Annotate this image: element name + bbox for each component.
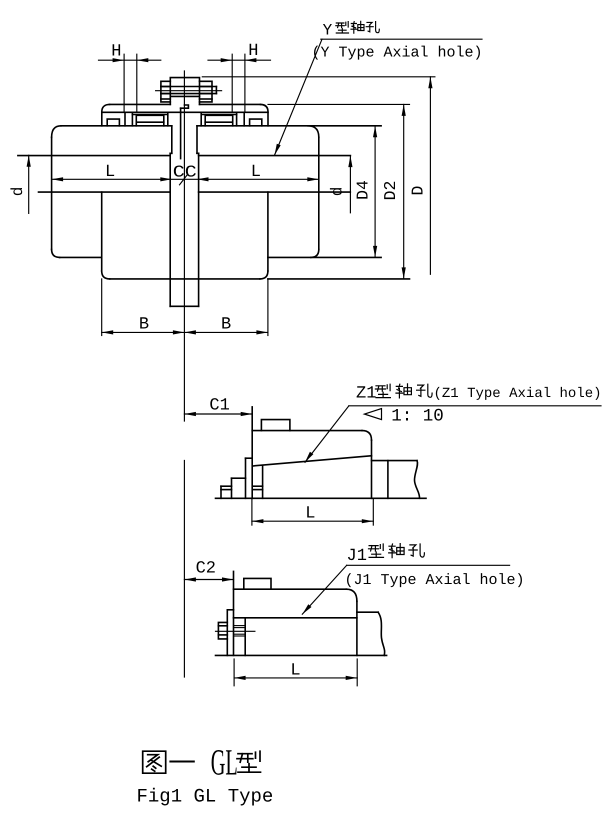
svg-text:Y: Y bbox=[323, 21, 333, 39]
svg-text:D4: D4 bbox=[354, 180, 373, 200]
svg-text:H: H bbox=[111, 43, 121, 62]
svg-text:L: L bbox=[290, 662, 300, 681]
svg-text:L: L bbox=[105, 163, 115, 182]
svg-text:(Y Type Axial hole): (Y Type Axial hole) bbox=[312, 45, 483, 62]
svg-text:D2: D2 bbox=[381, 181, 400, 201]
svg-text:(J1 Type Axial hole): (J1 Type Axial hole) bbox=[345, 572, 525, 589]
svg-text:B: B bbox=[221, 316, 231, 335]
svg-text:C1: C1 bbox=[209, 397, 229, 416]
svg-text:D: D bbox=[409, 185, 428, 195]
svg-text:L: L bbox=[305, 505, 315, 524]
svg-text:Z1: Z1 bbox=[356, 385, 376, 404]
svg-text:L: L bbox=[251, 163, 261, 182]
svg-text:B: B bbox=[139, 316, 149, 335]
svg-text:(Z1 Type Axial hole): (Z1 Type Axial hole) bbox=[434, 386, 602, 402]
svg-text:d: d bbox=[9, 187, 27, 197]
svg-text:1: 10: 1: 10 bbox=[391, 407, 444, 427]
svg-text:H: H bbox=[248, 42, 258, 61]
svg-text:J1: J1 bbox=[347, 547, 367, 566]
svg-text:C2: C2 bbox=[196, 560, 216, 579]
svg-text:Fig1 GL Type: Fig1 GL Type bbox=[137, 786, 274, 808]
svg-text:d: d bbox=[329, 187, 347, 197]
svg-text:GL: GL bbox=[211, 743, 238, 784]
